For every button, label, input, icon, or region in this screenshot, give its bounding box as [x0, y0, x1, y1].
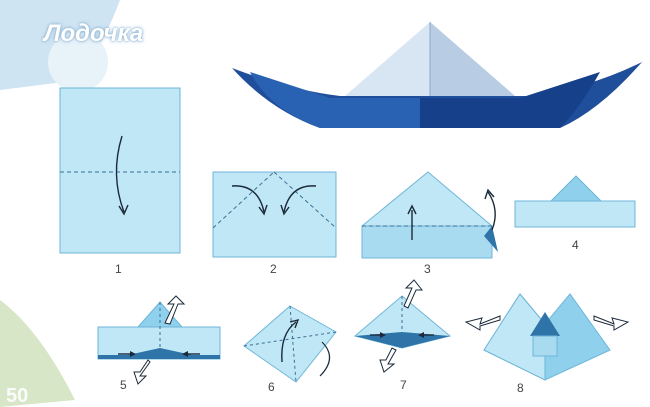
page-number: 50: [6, 385, 28, 407]
page-title: Лодочка: [44, 20, 144, 47]
step-8-label: 8: [517, 381, 524, 395]
finished-boat-illustration: [232, 22, 642, 128]
step-3-diagram: [361, 171, 498, 259]
step-4-label: 4: [572, 238, 579, 252]
step-2-diagram: [212, 171, 337, 258]
corner-badge: [48, 32, 108, 92]
step-3-label: 3: [424, 262, 431, 276]
step-6-label: 6: [268, 380, 275, 394]
step-5-label: 5: [120, 378, 127, 392]
step-1-label: 1: [115, 262, 122, 276]
step-5-diagram: [97, 295, 221, 385]
step-2-label: 2: [270, 262, 277, 276]
step-6-diagram: [243, 305, 337, 383]
step-7-label: 7: [400, 378, 407, 392]
step-8-diagram: [464, 293, 630, 381]
step-4-diagram: [514, 175, 636, 228]
corner-decoration-bottom-left: [0, 300, 75, 407]
step-1-diagram: [59, 87, 181, 254]
step-7-diagram: [353, 279, 452, 373]
